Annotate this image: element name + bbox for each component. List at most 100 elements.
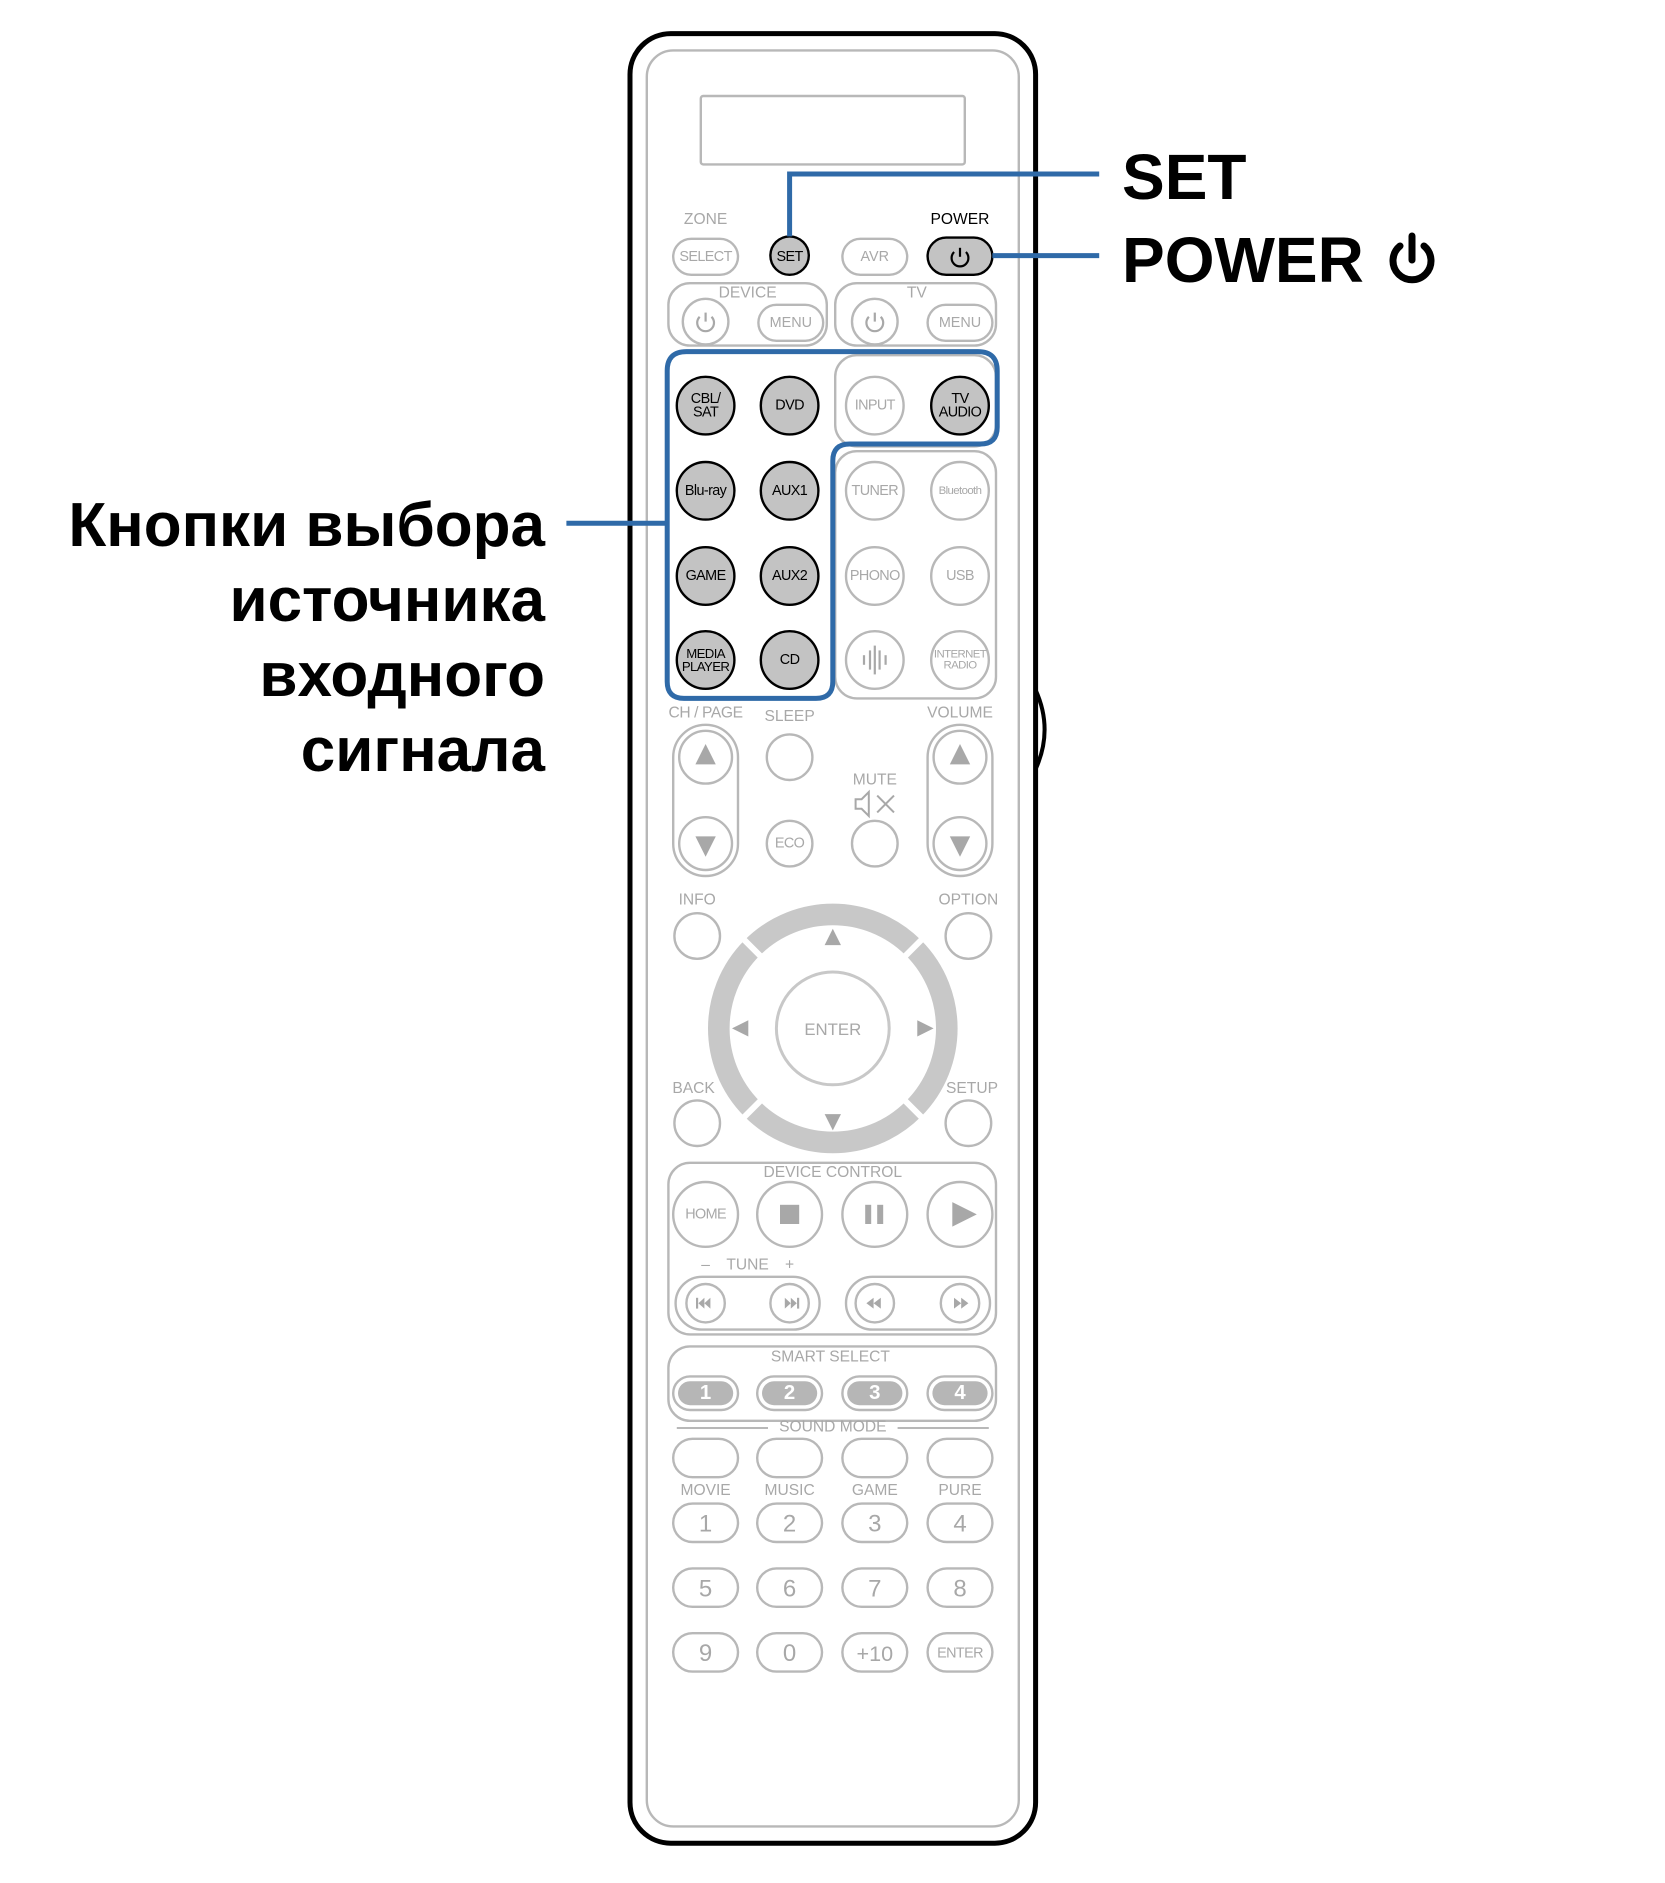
eco-button-group[interactable]: ECO	[765, 819, 814, 868]
smart-select-pill-3	[847, 1381, 903, 1406]
setup-button[interactable]	[944, 1099, 993, 1148]
device-menu-label: MENU	[770, 315, 812, 331]
source-right-button-1[interactable]	[759, 460, 820, 521]
callout-source-line-1: Кнопки выбора	[68, 491, 545, 560]
tv-power-button-group[interactable]	[850, 297, 899, 346]
smart-select-group	[667, 1345, 998, 1423]
tune-down-icon	[696, 1297, 711, 1309]
source-right-button-1-label: AUX1	[772, 483, 808, 499]
source-left-button-2-label: GAME	[686, 568, 726, 584]
info-button[interactable]	[673, 912, 722, 961]
numpad-button-0-1[interactable]	[756, 1502, 824, 1544]
sound-mode-button-4[interactable]	[926, 1437, 994, 1479]
dpad-divider	[873, 936, 925, 989]
tv-power-icon	[865, 312, 885, 333]
device-group	[667, 282, 829, 347]
device-power-button[interactable]	[681, 297, 730, 346]
ch-page-down-icon	[695, 836, 716, 857]
numpad-label-0-0: 1	[699, 1511, 712, 1538]
pause-button[interactable]	[841, 1180, 909, 1249]
source-left-button-2-group[interactable]: GAME	[675, 546, 736, 607]
numpad-button-2-2[interactable]	[841, 1631, 909, 1673]
mute-button[interactable]	[850, 819, 899, 868]
source-tv-audio-button[interactable]	[930, 375, 991, 436]
source-light-button-3[interactable]	[844, 546, 905, 607]
source-right-button-3[interactable]	[759, 630, 820, 691]
home-button-group[interactable]: HOME	[671, 1180, 740, 1249]
source-dvd-button-group[interactable]: DVD	[759, 375, 820, 436]
home-button[interactable]	[671, 1180, 740, 1249]
numpad-label-1-3: 8	[953, 1575, 966, 1602]
sound-mode-button-2[interactable]	[756, 1437, 824, 1479]
dpad-divider	[740, 1068, 793, 1121]
device-power-button-group[interactable]	[681, 297, 730, 346]
source-light-button-4[interactable]	[930, 546, 991, 607]
dpad-right-icon	[917, 1020, 934, 1037]
source-light-button-1-label: TUNER	[852, 483, 899, 499]
source-cbl-sat-button-group[interactable]: CBL/SAT	[675, 375, 736, 436]
tune-label: TUNE	[726, 1256, 768, 1273]
callout-power: POWER	[1122, 223, 1438, 297]
source-left-button-1[interactable]	[675, 460, 736, 521]
numpad-button-1-0[interactable]	[672, 1567, 740, 1609]
source-dvd-button[interactable]	[759, 375, 820, 436]
option-button[interactable]	[944, 912, 993, 961]
numpad-button-0-0[interactable]	[672, 1502, 740, 1544]
input-button-group[interactable]: INPUT	[844, 375, 905, 436]
device-menu-button[interactable]	[757, 303, 825, 342]
internet-radio-button-label: INTERNET	[934, 649, 987, 661]
stop-icon	[780, 1204, 800, 1224]
device-control-label: DEVICE CONTROL	[763, 1164, 902, 1181]
eco-button[interactable]	[765, 819, 814, 868]
source-right-button-2-group[interactable]: AUX2	[759, 546, 820, 607]
dpad-enter-label: ENTER	[804, 1020, 861, 1039]
back-button[interactable]	[673, 1099, 722, 1148]
set-button[interactable]	[769, 235, 810, 277]
tune-group	[674, 1275, 821, 1331]
numpad-button-2-0[interactable]	[672, 1631, 740, 1673]
rewind-icon	[866, 1297, 881, 1309]
source-light-button-2[interactable]	[930, 460, 991, 521]
smart-select-number-1: 1	[700, 1382, 711, 1404]
numpad-label-0-1: 2	[783, 1511, 796, 1538]
numpad-button-1-2[interactable]	[841, 1567, 909, 1609]
avr-button[interactable]	[841, 237, 909, 277]
source-left-button-1-group[interactable]: Blu-ray	[675, 460, 736, 521]
source-light-button-1-group[interactable]: TUNER	[844, 460, 905, 521]
source-light-button-3-group[interactable]: PHONO	[844, 546, 905, 607]
internet-radio-button[interactable]	[930, 630, 991, 691]
source-right-button-2[interactable]	[759, 546, 820, 607]
source-cbl-sat-button[interactable]	[675, 375, 736, 436]
numpad-button-0-2[interactable]	[841, 1502, 909, 1544]
dpad-ring[interactable]	[707, 903, 958, 1154]
input-button[interactable]	[844, 375, 905, 436]
tune-up-icon	[784, 1297, 800, 1309]
zone-select-button[interactable]	[672, 237, 740, 277]
numpad-button-2-1[interactable]	[756, 1631, 824, 1673]
dpad-enter-button[interactable]	[774, 970, 891, 1087]
sound-mode-button-3[interactable]	[841, 1437, 909, 1479]
volume-down-icon	[949, 836, 971, 857]
source-right-button-1-group[interactable]: AUX1	[759, 460, 820, 521]
numpad-button-0-3[interactable]	[926, 1502, 994, 1544]
numpad-button-1-3[interactable]	[926, 1567, 994, 1609]
source-light-button-1[interactable]	[844, 460, 905, 521]
sleep-button[interactable]	[765, 733, 814, 782]
numpad-button-2-3[interactable]	[926, 1631, 994, 1673]
source-left-button-2[interactable]	[675, 546, 736, 607]
numpad-button-1-1[interactable]	[756, 1567, 824, 1609]
tv-power-button[interactable]	[850, 297, 899, 346]
source-light-button-4-group[interactable]: USB	[930, 546, 991, 607]
dpad-down-icon	[824, 1114, 841, 1131]
source-left-button-3[interactable]	[675, 630, 736, 691]
info-label: INFO	[679, 892, 716, 909]
home-button-label: HOME	[685, 1206, 726, 1222]
sound-mode-button-1[interactable]	[672, 1437, 740, 1479]
source-light-button-2-group[interactable]: Bluetooth	[930, 460, 991, 521]
source-light-button-2-label: Bluetooth	[939, 485, 982, 497]
tv-menu-button[interactable]	[926, 303, 994, 342]
source-right-button-3-group[interactable]: CD	[759, 630, 820, 691]
